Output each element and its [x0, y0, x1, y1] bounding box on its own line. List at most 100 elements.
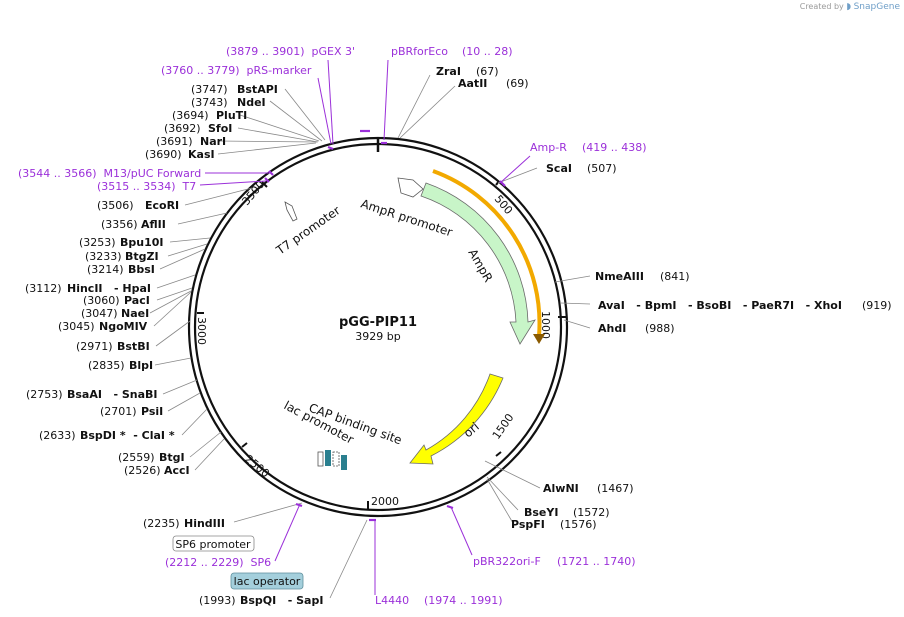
site-acci-pos: (2526)	[124, 464, 161, 477]
cap-site-box[interactable]	[325, 450, 331, 466]
ampr-arrow[interactable]	[420, 182, 536, 345]
site-blpi[interactable]: BlpI	[129, 359, 153, 372]
site-bbsi[interactable]: BbsI	[128, 263, 155, 276]
tick-label-1500: 1500	[490, 411, 517, 441]
t7-promoter-arrow[interactable]	[284, 201, 298, 222]
tick-label-1000: 1000	[539, 311, 552, 339]
cap-site-box-2[interactable]	[341, 455, 347, 470]
site-aflii-pos: (3356)	[101, 218, 138, 231]
site-bseyi-pos: (1572)	[573, 506, 610, 519]
site-btgi[interactable]: BtgI	[159, 451, 185, 464]
site-naei[interactable]: NaeI	[121, 307, 149, 320]
site-hindiii[interactable]: HindIII	[184, 517, 225, 530]
site-bspqi-sapi[interactable]: BspQI - SapI	[240, 594, 323, 607]
site-nmeaiii-pos: (841)	[660, 270, 690, 283]
primer-m13-puc-forward[interactable]: (3544 .. 3566) M13/pUC Forward	[18, 167, 201, 180]
ampr-promoter-arrow[interactable]	[397, 177, 424, 198]
site-bstapi-pos: (3747)	[191, 83, 228, 96]
site-zrai-pos: (67)	[476, 65, 499, 78]
snapgene-logo-icon: ◗	[846, 2, 852, 12]
plasmid-name: pGG-PIP11	[339, 315, 417, 330]
site-ahdi[interactable]: AhdI	[598, 322, 626, 335]
site-zrai[interactable]: ZraI	[436, 65, 461, 78]
site-hincii-hpai[interactable]: HincII - HpaI	[67, 282, 151, 295]
site-alwni-pos: (1467)	[597, 482, 634, 495]
site-ngomiv[interactable]: NgoMIV	[99, 320, 148, 333]
site-bseyi[interactable]: BseYI	[524, 506, 558, 519]
site-bstbi[interactable]: BstBI	[117, 340, 150, 353]
site-sfoi[interactable]: SfoI	[208, 122, 232, 135]
tick-marks	[197, 180, 566, 509]
primer-pbr322ori-f-pos: (1721 .. 1740)	[557, 555, 636, 568]
ampr-label: AmpR	[465, 247, 495, 285]
primer-t7[interactable]: (3515 .. 3534) T7	[97, 180, 196, 193]
site-ndei[interactable]: NdeI	[237, 96, 266, 109]
t7-promoter-label: T7 promoter	[273, 203, 343, 258]
lac-operator-label-box[interactable]	[230, 572, 304, 590]
amp-r-primer-arrow[interactable]	[432, 169, 542, 337]
site-psii[interactable]: PsiI	[141, 405, 163, 418]
site-paci-pos: (3060)	[83, 294, 120, 307]
site-nari-pos: (3691)	[156, 135, 193, 148]
plasmid-size: 3929 bp	[355, 330, 400, 343]
site-bsaai-snabi[interactable]: BsaAI - SnaBI	[67, 388, 158, 401]
site-kasi[interactable]: KasI	[188, 148, 215, 161]
site-ahdi-pos: (988)	[645, 322, 675, 335]
site-btgzi-pos: (3233)	[85, 250, 122, 263]
tick-500	[495, 180, 500, 186]
tick-label-3000: 3000	[195, 317, 208, 345]
primer-pgex3[interactable]: (3879 .. 3901) pGEX 3'	[226, 45, 355, 58]
primer-amp-r[interactable]: Amp-R	[530, 141, 567, 154]
site-kasi-pos: (3690)	[145, 148, 182, 161]
site-scai[interactable]: ScaI	[546, 162, 572, 175]
site-bstbi-pos: (2971)	[76, 340, 113, 353]
site-paci[interactable]: PacI	[124, 294, 150, 307]
primer-prs-marker[interactable]: (3760 .. 3779) pRS-marker	[161, 64, 312, 77]
site-avai-xhoi-pos: (919)	[862, 299, 892, 312]
site-bbsi-pos: (3214)	[87, 263, 124, 276]
site-bspdi-clai[interactable]: BspDI * - ClaI *	[80, 429, 175, 442]
site-bpu10i[interactable]: Bpu10I	[120, 236, 164, 249]
site-ecori-pos: (3506)	[97, 199, 134, 212]
site-btgi-pos: (2559)	[118, 451, 155, 464]
credit-prefix: Created by	[799, 2, 844, 11]
sp6-promoter-label: SP6 promoter	[175, 538, 251, 551]
site-nmeaiii[interactable]: NmeAIII	[595, 270, 644, 283]
site-bsaai-pos: (2753)	[26, 388, 63, 401]
site-bspqi-pos: (1993)	[199, 594, 236, 607]
primer-pbrforeco[interactable]: pBRforEco	[391, 45, 448, 58]
site-avai-xhoi[interactable]: AvaI - BpmI - BsoBI - PaeR7I - XhoI	[598, 299, 842, 312]
amp-r-primer-arrowhead	[533, 334, 545, 344]
site-aatii[interactable]: AatII	[458, 77, 487, 90]
site-bspdi-pos: (2633)	[39, 429, 76, 442]
site-pluti[interactable]: PluTI	[216, 109, 247, 122]
site-pluti-pos: (3694)	[172, 109, 209, 122]
tick-2500	[241, 442, 248, 448]
credit-brand: SnapGene	[853, 2, 900, 12]
lac-operator-box[interactable]	[332, 451, 340, 467]
site-nari[interactable]: NarI	[200, 135, 226, 148]
primer-sp6[interactable]: (2212 .. 2229) SP6	[165, 556, 271, 569]
site-acci[interactable]: AccI	[164, 464, 190, 477]
site-ndei-pos: (3743)	[191, 96, 228, 109]
site-ngomiv-pos: (3045)	[58, 320, 95, 333]
primer-l4440[interactable]: L4440	[375, 594, 409, 607]
primer-amp-r-pos: (419 .. 438)	[582, 141, 647, 154]
site-btgzi[interactable]: BtgZI	[125, 250, 159, 263]
primer-connectors	[199, 59, 531, 595]
site-pspfi[interactable]: PspFI	[511, 518, 545, 531]
site-naei-pos: (3047)	[81, 307, 118, 320]
lac-promoter-box[interactable]	[317, 451, 324, 467]
site-ecori[interactable]: EcoRI	[145, 199, 179, 212]
site-bstapi[interactable]: BstAPI	[237, 83, 278, 96]
primer-pbr322ori-f[interactable]: pBR322ori-F	[473, 555, 541, 568]
site-aflii[interactable]: AflII	[141, 218, 166, 231]
ori-arrow[interactable]	[409, 373, 504, 465]
tick-label-2500: 2500	[242, 452, 272, 480]
site-alwni[interactable]: AlwNI	[543, 482, 579, 495]
site-scai-pos: (507)	[587, 162, 617, 175]
site-blpi-pos: (2835)	[88, 359, 125, 372]
lac-operator-label: lac operator	[234, 575, 301, 588]
sp6-promoter-box[interactable]	[172, 535, 255, 552]
